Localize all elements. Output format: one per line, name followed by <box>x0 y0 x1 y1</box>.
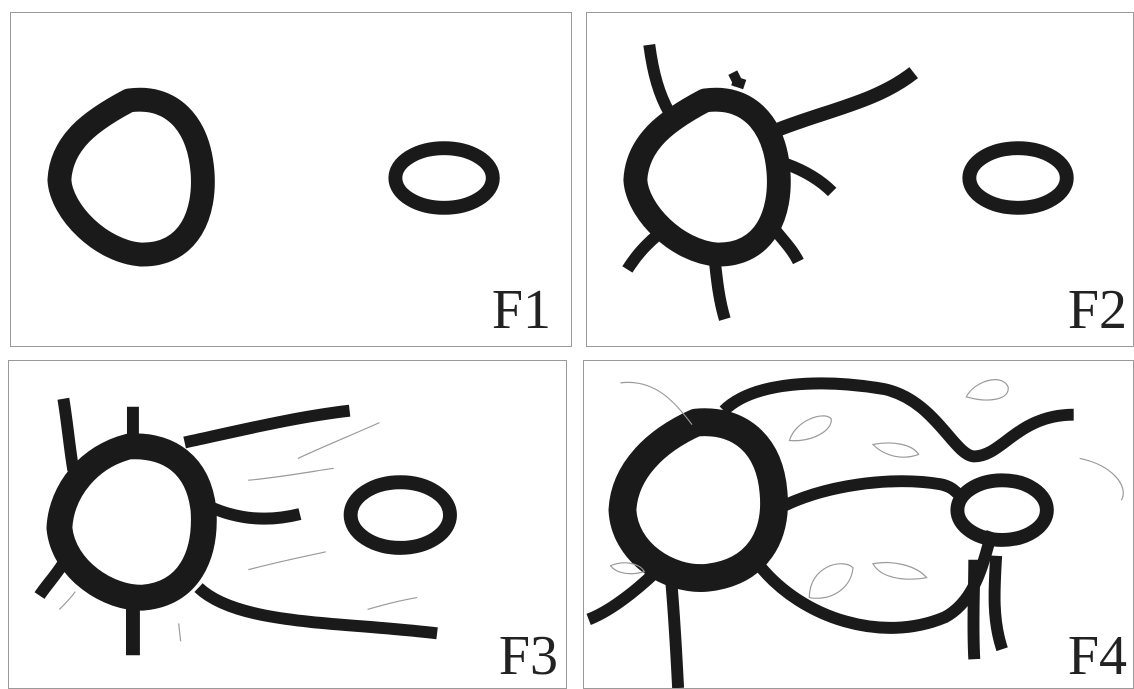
sketch-line <box>59 592 75 610</box>
stroke-mid-right <box>208 506 299 519</box>
stroke-right <box>786 164 832 192</box>
panel-label: F3 <box>499 628 558 684</box>
panel-label: F4 <box>1068 628 1127 684</box>
sketch-line <box>298 423 380 459</box>
panel-f1: F1 <box>10 12 572 347</box>
panel-f4: F4 <box>583 360 1134 689</box>
stroke-lower-left <box>627 232 661 270</box>
sketch-line <box>809 564 853 599</box>
panel-label: F1 <box>492 282 551 338</box>
large-ring <box>59 100 203 255</box>
stroke-left <box>40 560 66 596</box>
sketch-line <box>789 416 831 441</box>
stroke-lower-right <box>199 588 438 634</box>
panel-f2-drawing <box>587 13 1133 346</box>
stroke-top-left <box>63 399 73 471</box>
sketch-line <box>966 380 1008 400</box>
sketch-line <box>248 468 333 480</box>
small-ring <box>969 148 1066 208</box>
small-ring <box>957 480 1046 540</box>
middle-arc <box>776 481 961 510</box>
stroke-right-leg-2 <box>973 560 974 659</box>
panel-f3-drawing <box>9 361 566 688</box>
upper-arc <box>724 383 1074 456</box>
stroke-upper-right <box>185 411 350 443</box>
stroke-top <box>733 73 745 85</box>
panel-f2: F2 <box>586 12 1134 347</box>
sketch-line <box>873 563 927 580</box>
sketch-line <box>179 623 181 641</box>
panel-f4-drawing <box>584 361 1133 688</box>
stroke-lower-left <box>589 564 665 620</box>
lower-arc <box>760 532 993 628</box>
small-ring <box>395 148 492 208</box>
stroke-right-leg <box>995 556 1003 649</box>
stroke-lower-right <box>777 232 799 262</box>
sketch-line <box>1080 458 1124 500</box>
panel-f1-drawing <box>11 13 571 346</box>
sketch-line <box>248 552 326 570</box>
panel-label: F2 <box>1068 282 1127 338</box>
stroke-bottom <box>670 570 678 688</box>
sketch-line <box>873 443 919 457</box>
large-ring <box>59 446 203 597</box>
small-ring <box>351 482 450 548</box>
panel-f3: F3 <box>8 360 567 689</box>
stroke-long-right <box>777 73 914 131</box>
sketch-line <box>368 598 418 610</box>
stroke-bottom <box>715 262 725 320</box>
large-ring <box>622 422 774 578</box>
stroke-top-left <box>649 45 669 113</box>
